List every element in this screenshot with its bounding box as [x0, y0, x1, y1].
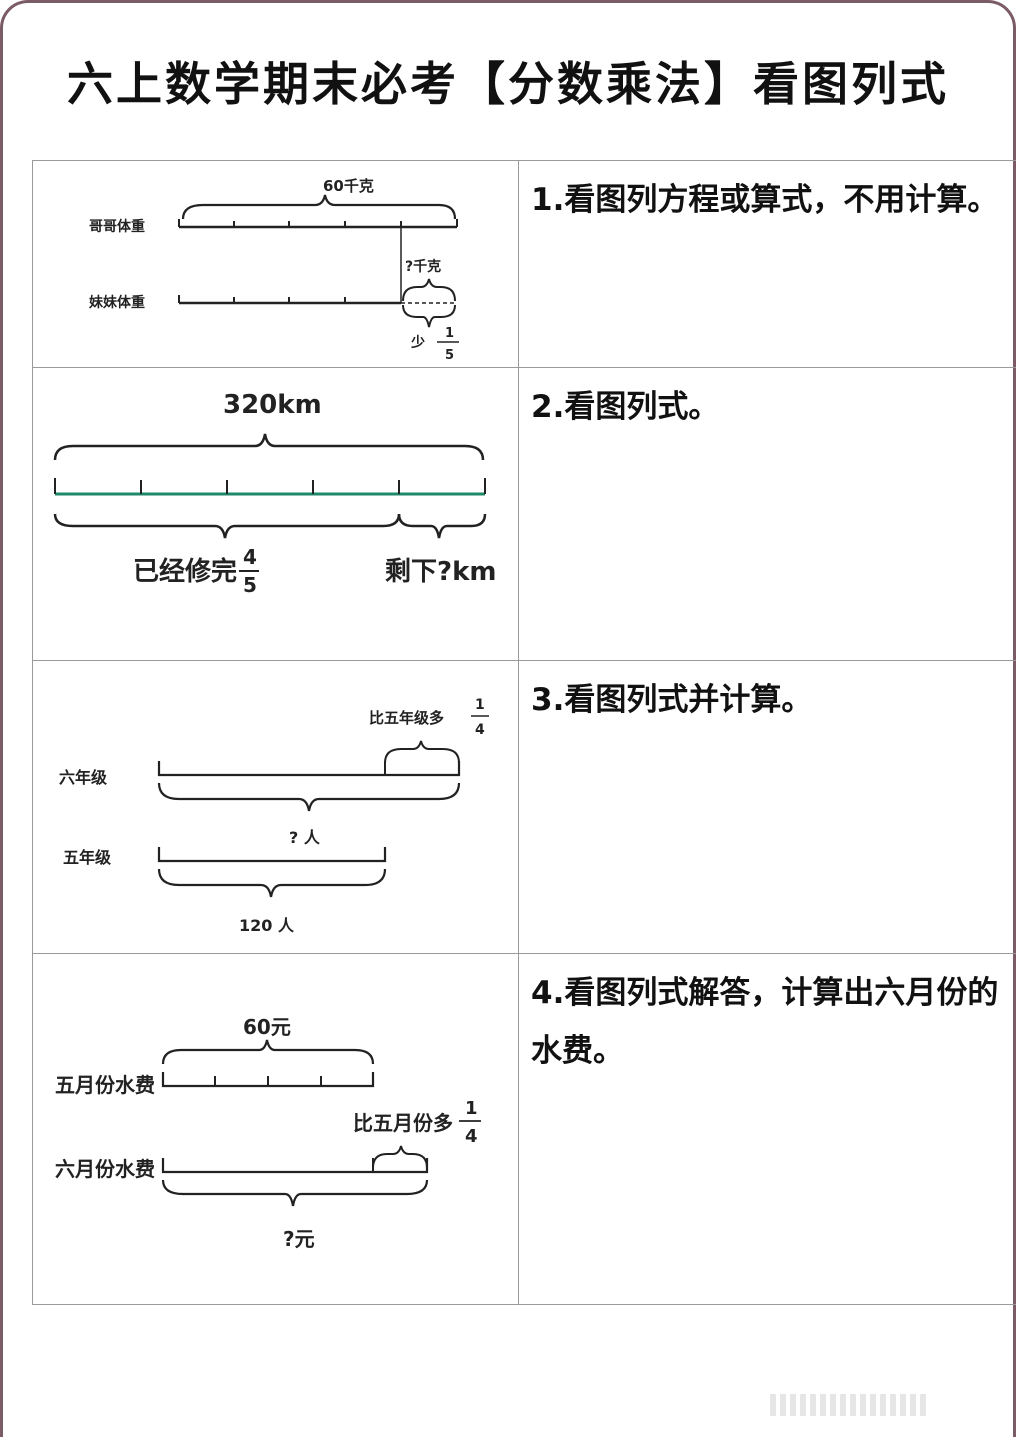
figure-cell-3: 比五年级多 1 4 六年级 ? 人 五年级 120 人 [32, 660, 519, 954]
fig1-fraction-num: 1 [445, 326, 454, 341]
fig4-fraction-num: 1 [465, 1098, 478, 1119]
fig4-fraction-den: 4 [465, 1126, 478, 1147]
question-row-3: 比五年级多 1 4 六年级 ? 人 五年级 120 人 3.看图列式并计算。 [32, 660, 1016, 954]
fig3-fraction-num: 1 [475, 697, 485, 713]
fig3-row2-brace [157, 868, 387, 898]
fig2-fraction-den: 5 [243, 573, 257, 597]
fig3-row1-bar [157, 761, 461, 777]
question-row-4: 60元 五月份水费 比五月份多 1 4 六月份水费 ?元 4.看图 [32, 953, 1016, 1305]
fig1-top-brace [181, 194, 457, 220]
question-table: 60千克 哥哥体重 ?千克 妹妹体重 [32, 160, 1016, 1305]
fig2-top-brace [53, 433, 485, 461]
figure-cell-2: 320km 已经修完 4 5 剩下?km [32, 367, 519, 661]
fig4-more-brace [372, 1145, 428, 1169]
fig1-diff-label: 少 [410, 334, 425, 351]
fig4-row1-label: 五月份水费 [55, 1073, 155, 1097]
fig1-total-label: 60千克 [323, 177, 374, 195]
figure-3-diagram: 比五年级多 1 4 六年级 ? 人 五年级 120 人 [59, 697, 489, 935]
figure-2-diagram: 320km 已经修完 4 5 剩下?km [53, 390, 496, 597]
fig4-more-label: 比五月份多 [353, 1111, 453, 1135]
question-4-text: 4.看图列式解答，计算出六月份的水费。 [518, 953, 1016, 1305]
fig1-row2-ticks [178, 295, 346, 303]
fig3-row2-total: 120 人 [239, 916, 295, 935]
fig1-diff-brace [402, 304, 456, 328]
fig2-done-label: 已经修完 [133, 556, 237, 587]
fig3-more-label: 比五年级多 [369, 709, 444, 727]
figure-4-diagram: 60元 五月份水费 比五月份多 1 4 六月份水费 ?元 [55, 1015, 481, 1251]
fig3-row1-label: 六年级 [59, 768, 108, 787]
question-1-text: 1.看图列方程或算式，不用计算。 [518, 160, 1016, 368]
fig1-row2-label: 妹妹体重 [88, 294, 145, 311]
figure-cell-1: 60千克 哥哥体重 ?千克 妹妹体重 [32, 160, 519, 368]
fig4-row2-label: 六月份水费 [55, 1157, 155, 1181]
fig3-row2-label: 五年级 [63, 848, 112, 867]
fig3-more-brace [384, 740, 460, 764]
question-3-text: 3.看图列式并计算。 [518, 660, 1016, 954]
question-2-text: 2.看图列式。 [518, 367, 1016, 661]
fig3-row2-bar [157, 847, 387, 863]
fig2-done-brace [53, 513, 401, 539]
fig2-remain-brace [397, 513, 487, 539]
fig4-row2-bar [161, 1158, 429, 1174]
fig4-row2-total: ?元 [283, 1227, 315, 1251]
fig2-fraction-num: 4 [243, 545, 257, 569]
watermark [770, 1390, 990, 1420]
fig1-row1-ticks [178, 219, 458, 227]
fig2-remain-label: 剩下?km [385, 557, 496, 587]
fig1-fraction-den: 5 [445, 348, 454, 363]
fig4-row2-brace [161, 1179, 429, 1207]
question-row-2: 320km 已经修完 4 5 剩下?km 2.看图列式。 [32, 367, 1016, 661]
fig1-row1-label: 哥哥体重 [89, 218, 145, 235]
fig3-row1-brace [157, 782, 461, 812]
fig2-road-ticks [54, 478, 486, 494]
fig4-top-brace [161, 1039, 375, 1065]
page-title: 六上数学期末必考【分数乘法】看图列式 [67, 57, 949, 111]
fig3-row1-total: ? 人 [289, 828, 321, 847]
fig4-total-label: 60元 [243, 1015, 291, 1039]
fig3-fraction-den: 4 [475, 722, 485, 738]
fig1-part-brace [402, 278, 456, 302]
question-row-1: 60千克 哥哥体重 ?千克 妹妹体重 [32, 160, 1016, 368]
fig1-part-label: ?千克 [405, 258, 441, 275]
figure-1-diagram: 60千克 哥哥体重 ?千克 妹妹体重 [88, 177, 459, 363]
fig2-total-label: 320km [223, 390, 322, 420]
fig4-row1-ticks [214, 1076, 322, 1086]
figure-cell-4: 60元 五月份水费 比五月份多 1 4 六月份水费 ?元 [32, 953, 519, 1305]
